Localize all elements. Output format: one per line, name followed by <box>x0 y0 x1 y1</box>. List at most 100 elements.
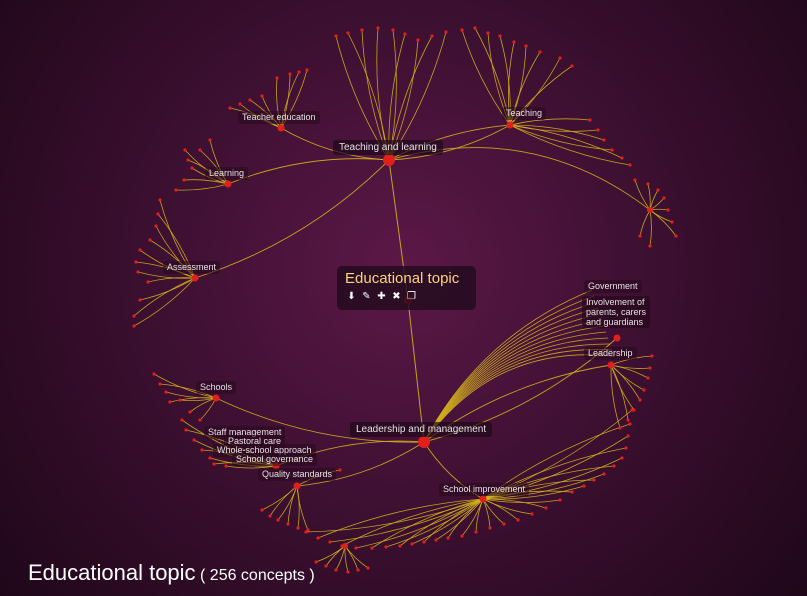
leaf-node[interactable] <box>620 156 624 160</box>
leaf-node[interactable] <box>154 224 158 228</box>
leaf-node[interactable] <box>602 472 606 476</box>
leaf-node[interactable] <box>638 398 642 402</box>
node-school-improvement[interactable] <box>479 495 487 503</box>
leaf-node[interactable] <box>305 68 309 72</box>
leaf-node[interactable] <box>530 512 534 516</box>
node-cluster-right[interactable] <box>647 207 653 213</box>
leaf-node[interactable] <box>488 526 492 530</box>
leaf-node[interactable] <box>498 34 502 38</box>
leaf-node[interactable] <box>275 76 279 80</box>
node-learning[interactable] <box>224 180 232 188</box>
node-label-involvement-of-parents[interactable]: Involvement of parents, carers and guard… <box>582 296 651 328</box>
leaf-node[interactable] <box>268 514 272 518</box>
leaf-node[interactable] <box>626 418 630 422</box>
node-leadership-and-management[interactable] <box>418 436 430 448</box>
leaf-node[interactable] <box>666 208 670 212</box>
leaf-node[interactable] <box>486 31 490 35</box>
leaf-node[interactable] <box>134 260 138 264</box>
leaf-node[interactable] <box>434 538 438 542</box>
leaf-node[interactable] <box>570 490 574 494</box>
leaf-node[interactable] <box>646 182 650 186</box>
leaf-node[interactable] <box>670 220 674 224</box>
leaf-node[interactable] <box>376 26 380 30</box>
download-icon[interactable]: ⬇ <box>347 291 356 302</box>
leaf-node[interactable] <box>334 34 338 38</box>
leaf-node[interactable] <box>632 408 636 412</box>
leaf-node[interactable] <box>524 44 528 48</box>
leaf-node[interactable] <box>410 542 414 546</box>
leaf-node[interactable] <box>208 138 212 142</box>
leaf-node[interactable] <box>192 438 196 442</box>
leaf-node[interactable] <box>648 366 652 370</box>
node-teacher-education[interactable] <box>277 124 285 132</box>
copy-icon[interactable]: ❐ <box>407 291 416 302</box>
node-schools[interactable] <box>212 394 220 402</box>
leaf-node[interactable] <box>391 28 395 32</box>
leaf-node[interactable] <box>588 118 592 122</box>
leaf-node[interactable] <box>502 522 506 526</box>
leaf-node[interactable] <box>198 148 202 152</box>
leaf-node[interactable] <box>384 545 388 549</box>
node-label-teaching[interactable]: Teaching <box>502 107 547 120</box>
delete-icon[interactable]: ✖ <box>392 291 401 302</box>
leaf-node[interactable] <box>628 163 632 167</box>
leaf-node[interactable] <box>370 546 374 550</box>
leaf-node[interactable] <box>422 540 426 544</box>
node-leadership[interactable] <box>607 361 615 369</box>
leaf-node[interactable] <box>184 428 188 432</box>
leaf-node[interactable] <box>168 400 172 404</box>
leaf-node[interactable] <box>474 530 478 534</box>
leaf-node[interactable] <box>164 390 168 394</box>
leaf-node[interactable] <box>656 188 660 192</box>
node-teaching-and-learning[interactable] <box>383 154 395 166</box>
leaf-node[interactable] <box>403 32 407 36</box>
node-label-government[interactable]: Government <box>584 280 642 293</box>
leaf-node[interactable] <box>183 148 187 152</box>
leaf-node[interactable] <box>138 248 142 252</box>
leaf-node[interactable] <box>138 298 142 302</box>
leaf-node[interactable] <box>156 212 160 216</box>
leaf-node[interactable] <box>610 148 614 152</box>
leaf-node[interactable] <box>662 196 666 200</box>
leaf-node[interactable] <box>642 388 646 392</box>
node-label-learning[interactable]: Learning <box>205 167 249 180</box>
leaf-node[interactable] <box>180 418 184 422</box>
leaf-node[interactable] <box>444 30 448 34</box>
node-quality-standards[interactable] <box>293 482 301 490</box>
node-cluster-bottom[interactable] <box>342 543 348 549</box>
leaf-node[interactable] <box>558 56 562 60</box>
leaf-node[interactable] <box>612 464 616 468</box>
leaf-node[interactable] <box>228 106 232 110</box>
add-icon[interactable]: ✚ <box>377 291 386 302</box>
leaf-node[interactable] <box>324 564 328 568</box>
leaf-node[interactable] <box>182 178 186 182</box>
leaf-node[interactable] <box>512 40 516 44</box>
leaf-node[interactable] <box>314 560 318 564</box>
leaf-node[interactable] <box>286 522 290 526</box>
leaf-node[interactable] <box>132 324 136 328</box>
leaf-node[interactable] <box>288 72 292 76</box>
leaf-node[interactable] <box>224 464 228 468</box>
leaf-node[interactable] <box>624 446 628 450</box>
node-label-teacher-education[interactable]: Teacher education <box>238 111 320 124</box>
node-label-assessment[interactable]: Assessment <box>163 261 221 274</box>
node-assessment[interactable] <box>191 274 199 282</box>
node-label-leadership-and-management[interactable]: Leadership and management <box>350 422 493 437</box>
leaf-node[interactable] <box>648 244 652 248</box>
leaf-node[interactable] <box>260 94 264 98</box>
node-label-leadership[interactable]: Leadership <box>584 347 637 360</box>
leaf-node[interactable] <box>516 518 520 522</box>
leaf-node[interactable] <box>212 462 216 466</box>
leaf-node[interactable] <box>296 526 300 530</box>
leaf-node[interactable] <box>152 372 156 376</box>
node-label-school-improvement[interactable]: School improvement <box>439 483 530 496</box>
leaf-node[interactable] <box>328 540 332 544</box>
leaf-node[interactable] <box>626 434 630 438</box>
leaf-node[interactable] <box>460 534 464 538</box>
leaf-node[interactable] <box>618 426 622 430</box>
leaf-node[interactable] <box>558 498 562 502</box>
leaf-node[interactable] <box>136 270 140 274</box>
leaf-node[interactable] <box>538 50 542 54</box>
leaf-node[interactable] <box>473 26 477 30</box>
node-label-schools[interactable]: Schools <box>196 381 237 394</box>
